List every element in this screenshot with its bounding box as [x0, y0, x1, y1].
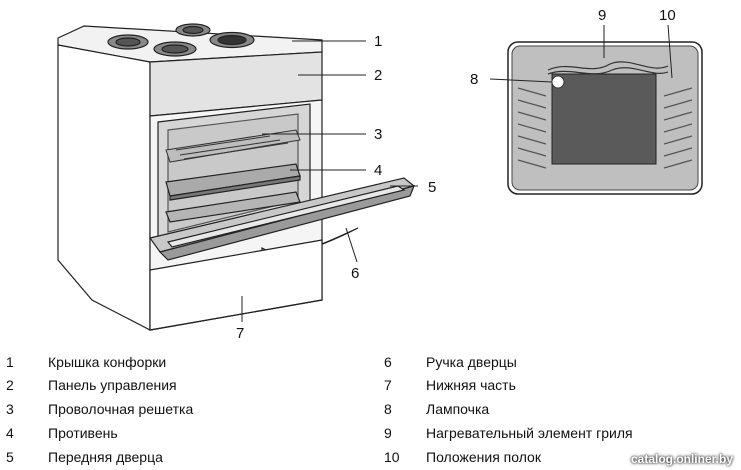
lamp — [551, 75, 565, 89]
callout-5: 5 — [428, 179, 436, 196]
callout-9: 9 — [598, 7, 606, 24]
wire-rack — [165, 129, 301, 163]
callout-4: 4 — [374, 162, 382, 179]
oven-side-panel — [57, 44, 151, 331]
callout-6: 6 — [351, 265, 359, 282]
legend-label: Панель управления — [48, 377, 177, 393]
legend-number: 7 — [384, 377, 392, 393]
legend-number: 2 — [6, 377, 14, 393]
callout-2: 2 — [374, 67, 382, 84]
callout-3: 3 — [374, 126, 382, 143]
legend-label: Передняя дверца — [48, 449, 163, 465]
legend-number: 10 — [384, 449, 400, 465]
legend-number: 1 — [6, 354, 14, 370]
legend-label: Противень — [48, 425, 118, 441]
front-door — [148, 177, 416, 261]
grill-heating-element — [547, 61, 669, 75]
legend-label: Нижняя часть — [426, 377, 516, 393]
legend-label: Ручка дверцы — [426, 354, 517, 370]
legend-label: Крышка конфорки — [48, 354, 167, 370]
legend-number: 4 — [6, 425, 14, 441]
watermark: catalog.onliner.by — [630, 452, 733, 466]
callout-1: 1 — [374, 33, 382, 50]
legend-number: 6 — [384, 354, 392, 370]
leader-lines — [241, 40, 418, 322]
legend-number: 5 — [6, 449, 14, 465]
callout-10: 10 — [659, 7, 676, 24]
legend-number: 3 — [6, 401, 14, 417]
legend-number: 9 — [384, 425, 392, 441]
interior-back-wall — [551, 73, 657, 165]
baking-tray — [165, 163, 301, 201]
legend-label: Положения полок — [426, 449, 541, 465]
oven-interior-illustration — [507, 41, 703, 195]
callout-8: 8 — [470, 71, 478, 88]
legend-label: Проволочная решетка — [48, 401, 194, 417]
legend-label: Лампочка — [426, 401, 490, 417]
legend-label: Нагревательный элемент гриля — [426, 425, 633, 441]
interior-leader-lines — [489, 24, 673, 83]
callout-7: 7 — [236, 325, 244, 342]
legend-number: 8 — [384, 401, 392, 417]
oven-illustration — [57, 23, 416, 331]
shelf-positions — [517, 87, 693, 169]
